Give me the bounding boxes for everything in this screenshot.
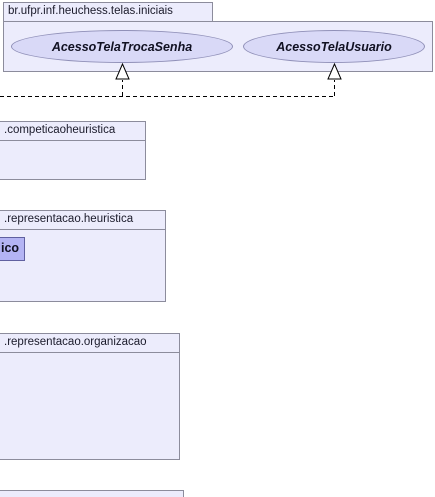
package-body-organizacao[interactable] [0,352,180,460]
interface-label-troca-senha: AcessoTelaTrocaSenha [51,39,193,54]
package-tab-heuristica[interactable]: .representacao.heuristica [0,210,166,230]
class-box-ico[interactable]: ico [0,237,25,261]
arrowhead-troca-senha [115,62,130,80]
package-tab-competicao[interactable]: .competicaoheuristica [0,121,146,141]
interface-acesso-tela-usuario[interactable]: AcessoTelaUsuario [243,30,425,63]
package-body-heuristica[interactable] [0,229,166,302]
package-body-competicao[interactable] [0,140,146,180]
interface-label-usuario: AcessoTelaUsuario [276,39,392,54]
interface-acesso-tela-troca-senha[interactable]: AcessoTelaTrocaSenha [11,30,233,63]
arrowhead-usuario [327,62,342,80]
package-tab-partial[interactable] [0,490,184,497]
